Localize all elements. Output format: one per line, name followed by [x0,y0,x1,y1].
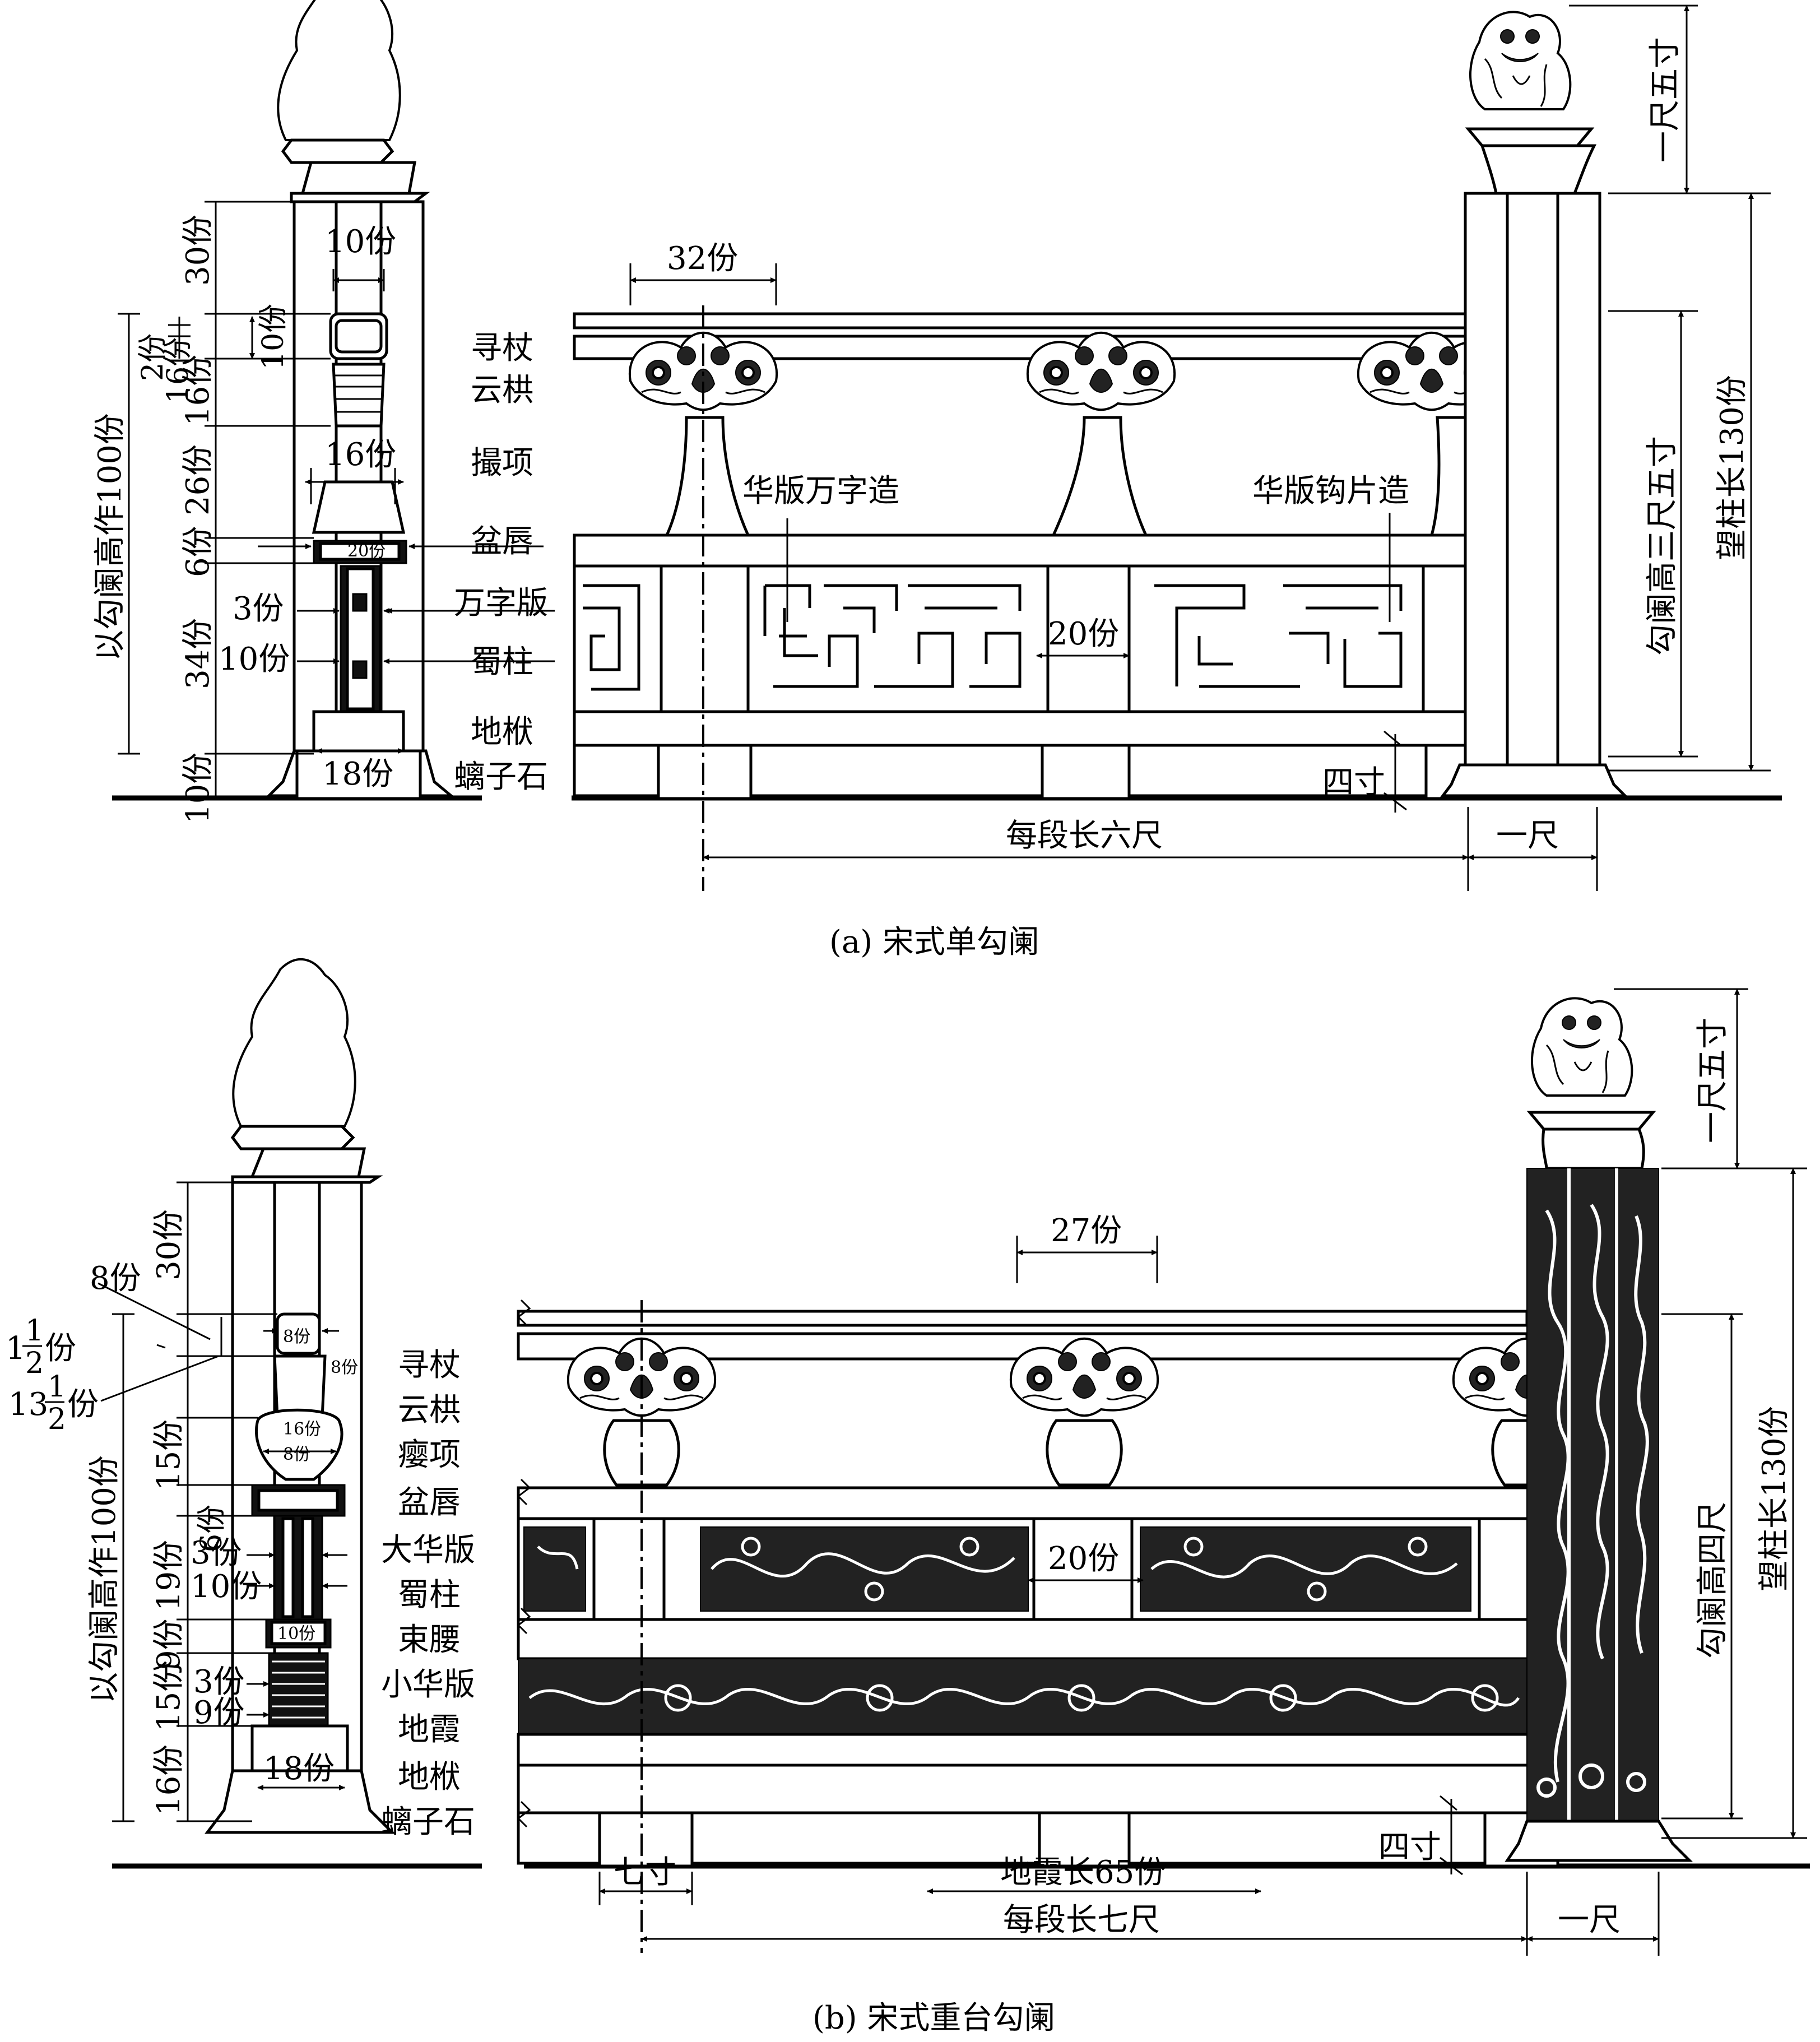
dim-a-10-top: 10份 [325,224,396,260]
dim-b-8-inner: 8份 [283,1327,310,1347]
dim-a-10-base: 10份 [180,753,216,824]
caption-b: (b) 宋式重台勾阑 [812,2000,1055,2036]
elevation-a [573,11,1629,891]
dim-a-post: 望柱长130份 [1714,375,1751,560]
part-a-shuzhu: 蜀柱 [471,644,533,680]
caption-a: (a) 宋式单勾阑 [829,924,1039,960]
part-b-dahuaban: 大华版 [381,1532,475,1568]
dim-b-7cun: 七寸 [614,1854,676,1891]
dim-a-16-rail: 16份 [161,337,195,403]
frac-b-1-num: 1 [25,1314,44,1348]
label-wanzi: 华版万字造 [742,473,899,509]
dim-a-total: 以勾阑高作100份 [92,413,128,661]
dim-a-30: 30份 [180,215,216,286]
dim-a-20-elev: 20份 [1048,616,1119,652]
part-b-yingxiang: 瘿项 [398,1437,461,1473]
dim-b-9b: 9份 [193,1695,245,1731]
dim-b-15b: 15份 [151,1660,187,1732]
part-a-chizishi: 螭子石 [454,759,548,795]
part-a-penchun: 盆唇 [471,523,533,560]
dim-a-3: 3份 [233,591,284,627]
part-b-dixia: 地霞 [398,1711,461,1748]
part-b-penchun: 盆唇 [398,1484,461,1521]
dim-b-16-inner: 16份 [283,1419,321,1439]
dim-a-segment: 每段长六尺 [1006,818,1163,854]
dim-a-4cun: 四寸 [1322,764,1385,801]
frac-b-1-den: 2 [25,1347,44,1380]
part-a-xunzhang: 寻杖 [471,330,533,366]
part-b-shuzhu: 蜀柱 [398,1577,461,1613]
part-b-xunzhang: 寻杖 [398,1347,461,1384]
frac-b-1-whole: 1 [6,1330,26,1367]
dim-b-top: 一尺五寸 [1694,1018,1731,1143]
section-dims-b [97,1181,347,1822]
part-b-difu: 地栿 [398,1759,461,1795]
elevation-b [517,997,1693,1953]
part-a-cuoxiang: 撮项 [471,445,533,481]
part-labels-a [386,545,555,662]
dim-b-30: 30份 [151,1209,187,1280]
dim-b-6: 6份 [195,1505,229,1552]
frac-b-13-den: 2 [48,1403,66,1436]
dim-b-dixia: 地霞长65份 [1000,1854,1166,1891]
dim-b-19: 19份 [151,1540,187,1611]
part-b-chizishi: 螭子石 [381,1804,475,1840]
dim-b-height: 勾阑高四尺 [1694,1502,1731,1659]
dim-b-8-lower: 8份 [283,1445,310,1464]
dim-b-8-side: 8份 [331,1358,358,1377]
dim-a-10-rail: 10份 [257,304,290,370]
dim-b-1chi: 一尺 [1558,1902,1621,1938]
dim-b-3b: 3份 [193,1664,245,1700]
dim-a-18: 18份 [322,756,393,792]
elevation-dims-b [598,988,1807,1956]
section-view-b [205,958,396,1834]
dim-b-3a: 3份 [191,1535,242,1571]
frac-b-13-num: 1 [48,1370,66,1404]
dim-a-top: 一尺五寸 [1647,37,1683,163]
part-b-xiaohuaban: 小华版 [381,1667,475,1703]
label-goupian: 华版钩片造 [1252,473,1409,509]
dim-b-27: 27份 [1051,1213,1122,1249]
dim-b-16b: 16份 [151,1744,187,1816]
dim-b-9a: 9份 [151,1618,187,1670]
dim-a-1chi: 一尺 [1496,818,1559,854]
section-view-a [265,0,455,800]
frac-b-1-unit: 份 [45,1330,76,1367]
dim-a-16: 16份 [180,355,216,426]
dim-a-2: 2份 [136,333,170,381]
elevation-dims-a [629,4,1771,891]
dim-b-18: 18份 [263,1751,335,1787]
dim-b-4cun: 四寸 [1378,1829,1441,1865]
dim-b-15a: 15份 [151,1419,187,1491]
dim-a-height: 勾阑高三尺五寸 [1644,436,1680,656]
dim-a-34: 34份 [180,618,216,689]
dim-b-10a: 10份 [191,1568,262,1605]
dim-a-10-post: 10份 [219,641,290,677]
frac-b-13-unit: 份 [67,1386,99,1423]
dim-b-8-top: 8份 [90,1260,141,1297]
dim-b-20-elev: 20份 [1048,1540,1119,1577]
dim-a-6: 6份 [180,526,216,577]
part-b-shuyao: 束腰 [398,1622,461,1658]
part-a-yungong: 云栱 [471,372,533,409]
part-a-wanziban: 万字版 [454,585,548,621]
dim-a-20-inner: 20份 [347,541,386,561]
dim-b-total: 以勾阑高作100份 [86,1455,123,1704]
frac-b-13-whole: 13 [8,1386,48,1423]
dim-a-32: 32份 [667,240,738,277]
dim-b-segment: 每段长七尺 [1003,1902,1160,1938]
part-b-yungong: 云栱 [398,1392,461,1428]
section-dims-a [118,201,426,796]
dim-b-10-inner: 10份 [277,1624,315,1644]
dim-a-16-neck: 16份 [325,437,396,473]
dim-a-26: 26份 [180,444,216,516]
part-a-difu: 地栿 [471,714,533,750]
dim-b-post: 望柱长130份 [1756,1406,1793,1591]
